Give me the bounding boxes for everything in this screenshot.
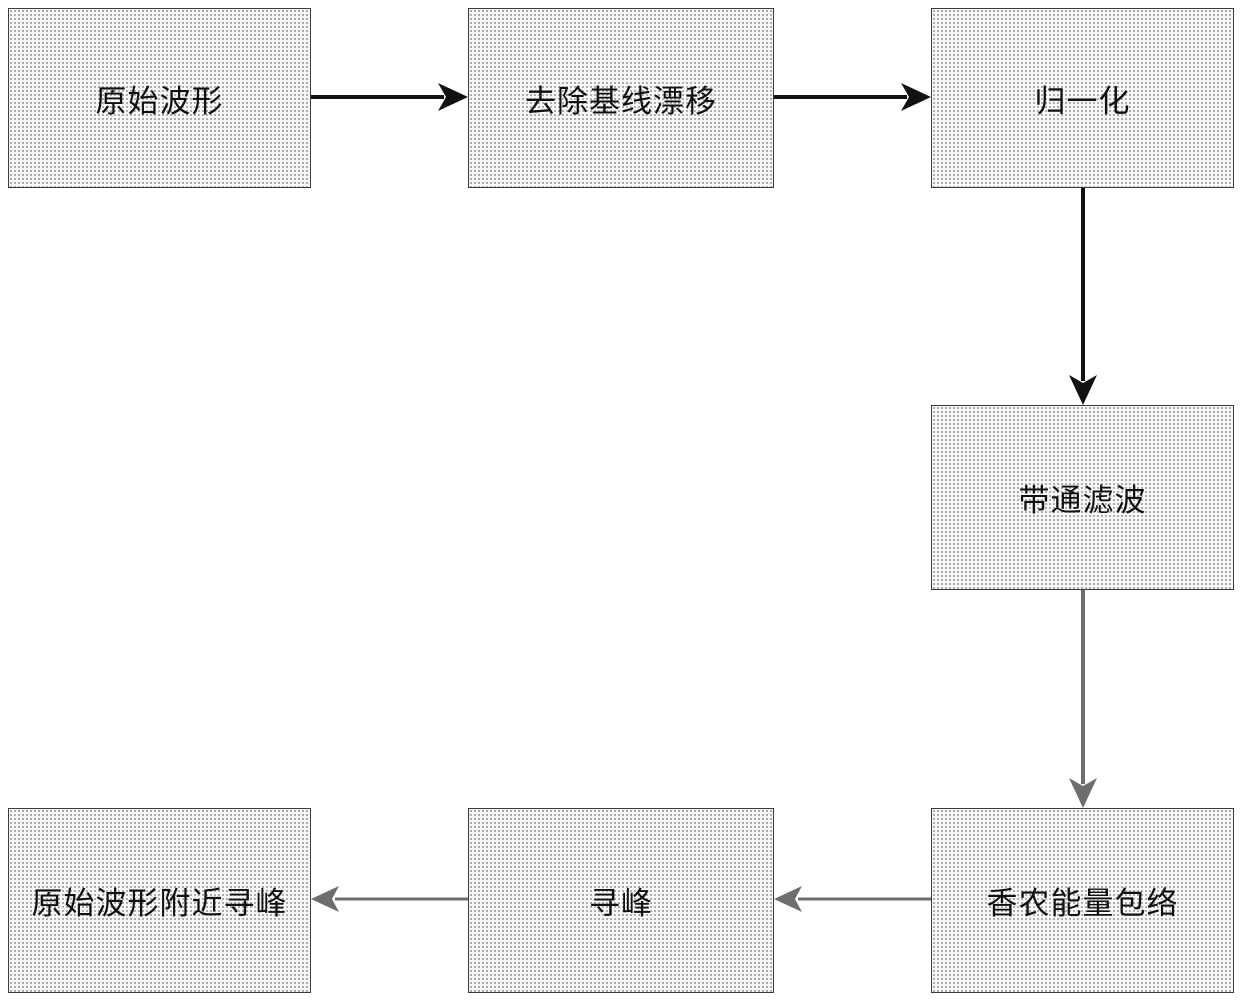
arrow-normalization-to-bandpass [1069,188,1097,405]
arrow-envelope-to-peak [774,886,931,912]
arrow-bandpass-to-envelope [1069,590,1097,808]
arrow-peak-to-near-raw [311,886,468,912]
arrow-raw-to-baseline [311,83,468,111]
arrow-baseline-to-normalization [774,83,931,111]
